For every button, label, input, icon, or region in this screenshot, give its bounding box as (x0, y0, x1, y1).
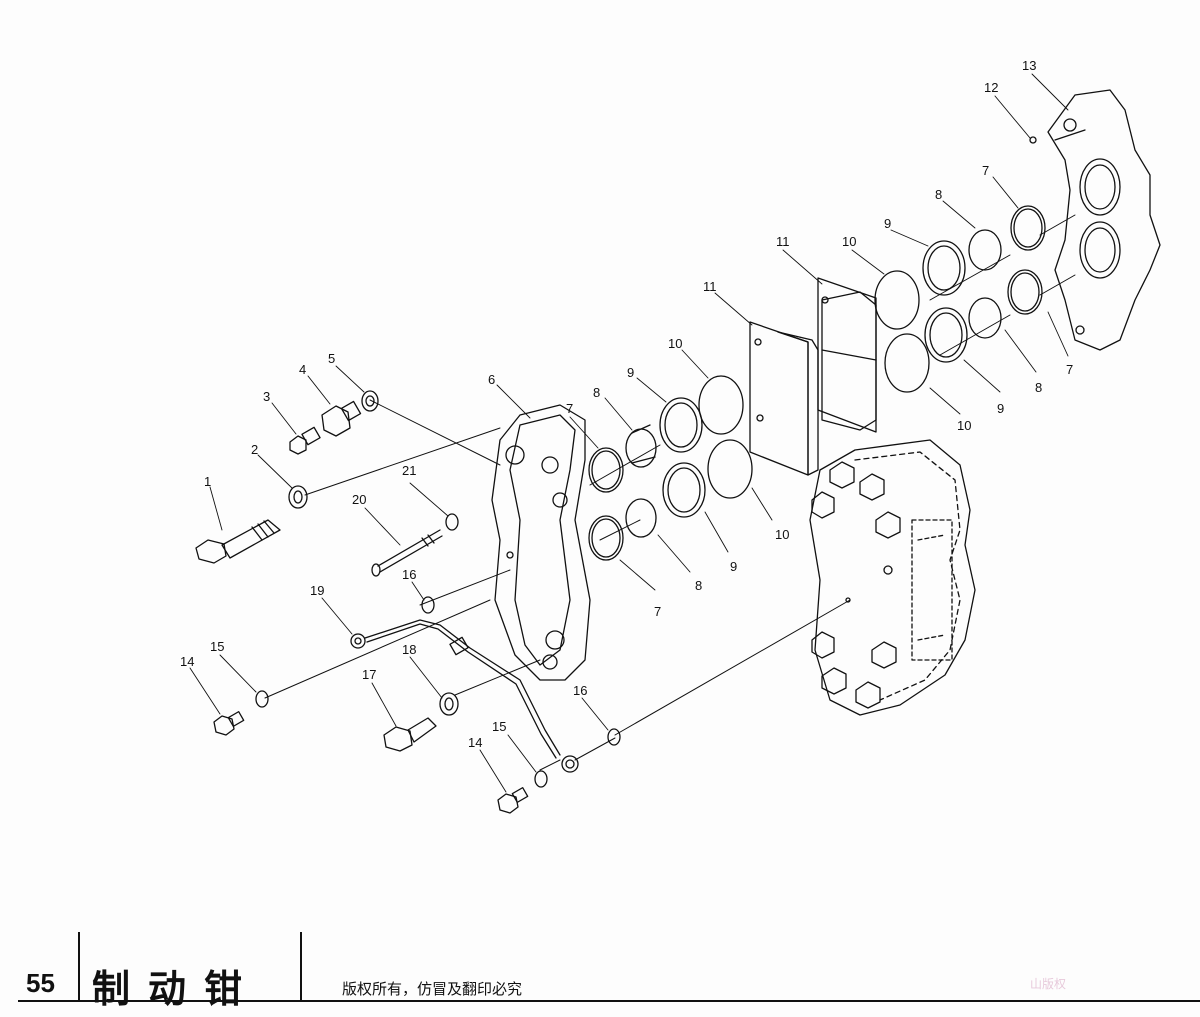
part-21-washer (445, 513, 459, 531)
callout-3: 3 (263, 389, 270, 404)
part-14-banjo-bolt-lower (497, 787, 529, 814)
part-11-brake-pad-left (749, 321, 819, 476)
callout-12: 12 (984, 80, 998, 95)
part-9-dust-boot-left (659, 397, 706, 518)
callout-labels: 1 2 3 4 5 6 7 8 9 10 11 11 10 9 8 7 12 1… (180, 58, 1073, 750)
callout-15-b: 15 (492, 719, 506, 734)
callout-19: 19 (310, 583, 324, 598)
page-number: 55 (26, 968, 55, 998)
part-7-seal-right (1007, 205, 1046, 315)
part-11-brake-pad-right (817, 277, 877, 433)
part-3-bleed-screw (289, 426, 321, 455)
part-17-bolt (383, 717, 437, 752)
callout-9-a: 9 (627, 365, 634, 380)
callout-8-a: 8 (593, 385, 600, 400)
part-15-washer-upper (255, 690, 269, 708)
callout-15-a: 15 (210, 639, 224, 654)
callout-16-b: 16 (573, 683, 587, 698)
callout-18: 18 (402, 642, 416, 657)
callout-7-b: 7 (982, 163, 989, 178)
callout-2: 2 (251, 442, 258, 457)
faded-stamp: 山版权 (1030, 977, 1067, 991)
part-8-piston-left (625, 424, 657, 538)
part-9-dust-boot-right (922, 240, 968, 363)
part-1-bolt (195, 519, 281, 564)
callout-9-b: 9 (884, 216, 891, 231)
part-15-washer-lower (534, 770, 548, 788)
part-13-outer-caliper-half (1047, 89, 1161, 351)
callout-1: 1 (204, 474, 211, 489)
footer-divider-right (300, 932, 302, 1002)
part-6-inner-caliper-half (491, 404, 591, 681)
part-5-washer (361, 390, 379, 412)
part-14-banjo-bolt-upper (213, 711, 245, 736)
callout-7-c: 7 (654, 604, 661, 619)
callout-11-a: 11 (703, 279, 717, 294)
callout-9-d: 9 (997, 401, 1004, 416)
part-16-washer-lower (607, 728, 621, 746)
part-10-ring-right (874, 270, 930, 393)
callout-10-b: 10 (842, 234, 856, 249)
part-7-seal-left (588, 447, 624, 561)
callout-8-d: 8 (1035, 380, 1042, 395)
callout-14-b: 14 (468, 735, 482, 750)
part-16-washer-upper (421, 596, 435, 614)
part-4-fitting (321, 400, 362, 437)
part-18-washer (439, 692, 459, 716)
part-20-pin (371, 529, 443, 577)
assembly-axis-lines (264, 214, 1076, 771)
callout-5: 5 (328, 351, 335, 366)
footer-divider-left (78, 932, 80, 1002)
callout-20: 20 (352, 492, 366, 507)
part-2-washer (288, 485, 308, 509)
callout-7-a: 7 (566, 401, 573, 416)
copyright-notice: 版权所有，仿冒及翻印必究 (342, 980, 523, 998)
callout-14-a: 14 (180, 654, 194, 669)
part-19-brake-tube (350, 619, 579, 773)
callout-6: 6 (488, 372, 495, 387)
callout-13: 13 (1022, 58, 1036, 73)
callout-10-a: 10 (668, 336, 682, 351)
part-10-ring-left (698, 375, 753, 499)
callout-10-d: 10 (957, 418, 971, 433)
callout-17: 17 (362, 667, 376, 682)
footer-rule (18, 1000, 1200, 1002)
callout-16-a: 16 (402, 567, 416, 582)
callout-21: 21 (402, 463, 416, 478)
callout-7-d: 7 (1066, 362, 1073, 377)
callout-4: 4 (299, 362, 306, 377)
callout-8-b: 8 (935, 187, 942, 202)
callout-8-c: 8 (695, 578, 702, 593)
part-8-piston-right (968, 229, 1002, 339)
callout-10-c: 10 (775, 527, 789, 542)
leader-lines (189, 73, 1069, 793)
callout-11-b: 11 (776, 234, 790, 249)
assembled-caliper-outline (809, 439, 976, 716)
part-12-plug (1029, 136, 1037, 144)
section-title: 制动钳 (92, 967, 261, 1011)
callout-9-c: 9 (730, 559, 737, 574)
